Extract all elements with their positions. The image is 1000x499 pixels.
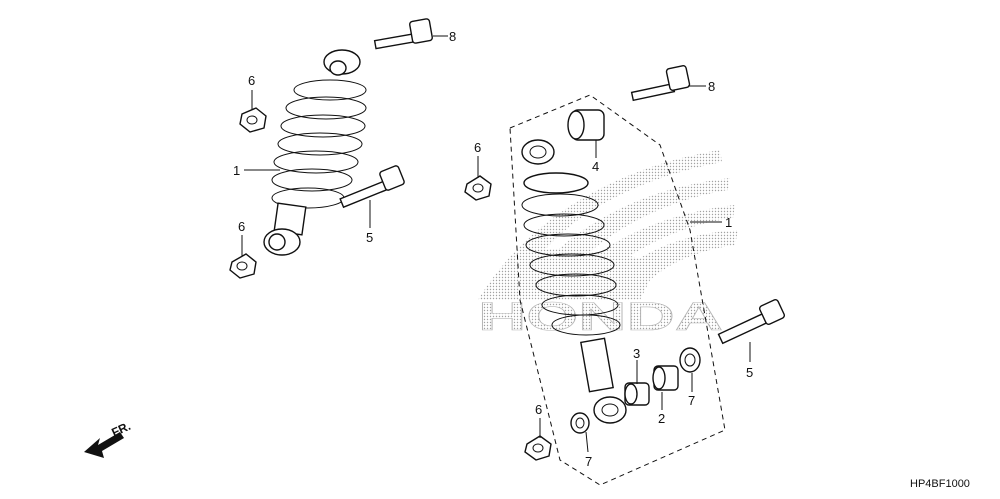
nut-6-bottom — [524, 435, 552, 461]
callout-5-left: 5 — [366, 230, 373, 245]
front-direction-label: FR. — [109, 419, 132, 440]
right-shock-absorber — [521, 139, 627, 424]
seal-7-left — [570, 412, 590, 434]
honda-wordmark: HONDA — [478, 295, 723, 339]
callout-1-right: 1 — [725, 215, 732, 230]
bolt-5-left — [339, 165, 405, 209]
left-shock-absorber — [263, 49, 367, 256]
callout-7-left: 7 — [585, 454, 592, 469]
callout-6-left-bottom: 6 — [238, 219, 245, 234]
bushing-4 — [567, 109, 605, 141]
nut-6-left-bottom — [229, 253, 257, 279]
callout-6-mid: 6 — [474, 140, 481, 155]
callout-5-right: 5 — [746, 365, 753, 380]
diagram-code: HP4BF1000 — [910, 478, 970, 490]
nut-6-mid — [464, 175, 492, 201]
assembly-outline — [509, 94, 726, 486]
callout-4: 4 — [592, 159, 599, 174]
callout-7-right: 7 — [688, 393, 695, 408]
collar-3 — [624, 382, 650, 406]
callout-6-left-top: 6 — [248, 73, 255, 88]
callout-2: 2 — [658, 411, 665, 426]
bolt-8-right — [630, 65, 691, 102]
nut-6-left-top — [239, 107, 267, 133]
callout-6-bottom: 6 — [535, 402, 542, 417]
collar-2 — [652, 365, 679, 391]
bolt-8-top — [373, 18, 433, 50]
bolt-5-right — [717, 298, 786, 345]
honda-wing-logo: HONDA — [478, 150, 738, 339]
callout-8-top: 8 — [449, 29, 456, 44]
seal-7-right — [679, 347, 701, 373]
front-direction-arrow-icon — [84, 432, 124, 458]
callout-8-right: 8 — [708, 79, 715, 94]
callout-1-left: 1 — [233, 163, 240, 178]
callout-3: 3 — [633, 346, 640, 361]
leader-lines — [241, 35, 751, 453]
